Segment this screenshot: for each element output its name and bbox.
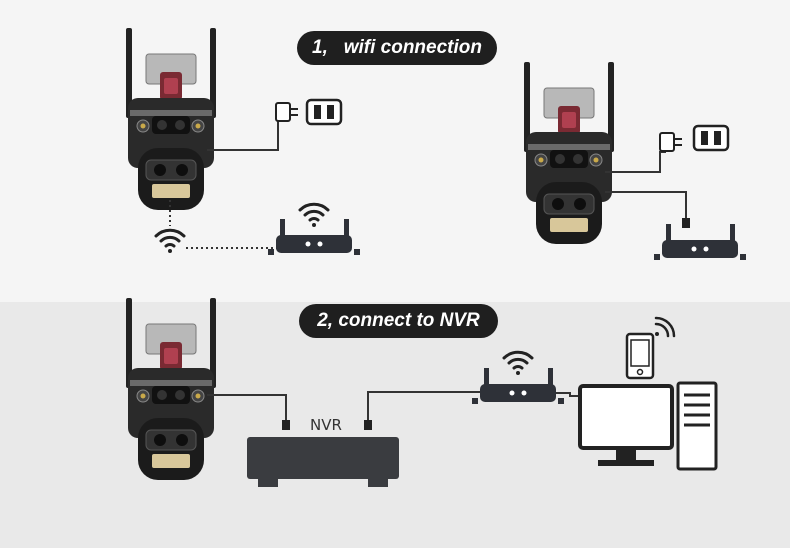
smartphone-icon — [625, 316, 676, 380]
ptz-camera-icon — [523, 61, 615, 245]
power-cable — [605, 151, 666, 173]
nvr-box-icon — [247, 437, 399, 487]
power-cable — [207, 116, 286, 151]
ethernet-cable — [605, 191, 690, 228]
section-2-title: 2, connect to NVR — [299, 304, 498, 338]
wifi-signal-icon — [154, 228, 186, 255]
router-icon — [654, 224, 746, 260]
wireless-dotted-link — [169, 200, 280, 249]
power-outlet-icon — [305, 98, 343, 126]
nvr-label: NVR — [310, 416, 342, 434]
ethernet-cable — [556, 392, 582, 397]
ptz-camera-icon — [125, 27, 217, 211]
router-icon — [472, 350, 564, 404]
power-adapter-icon — [659, 132, 683, 152]
section-1-title: 1, wifi connection — [297, 31, 497, 65]
ethernet-cable — [207, 391, 484, 430]
desktop-computer-icon — [578, 381, 718, 471]
router-icon — [268, 202, 360, 255]
ptz-camera-icon — [125, 297, 217, 481]
power-adapter-icon — [275, 102, 299, 122]
power-outlet-icon — [692, 124, 730, 152]
